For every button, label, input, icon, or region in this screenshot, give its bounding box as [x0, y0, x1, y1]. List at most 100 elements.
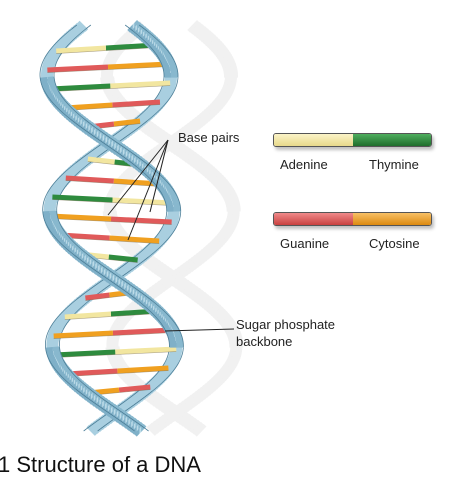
base-pair-half: [50, 216, 111, 219]
helix-shadow-segment: [136, 383, 138, 386]
backbone-segment-back: [92, 291, 95, 294]
backbone-segment-back: [107, 417, 110, 420]
backbone-segment-back: [76, 29, 78, 32]
backbone-segment-front: [64, 107, 66, 110]
backbone-segment-front: [76, 251, 78, 254]
helix-shadow-segment: [170, 141, 173, 144]
helix-shadow-segment: [160, 269, 163, 272]
backbone-segment-back: [95, 289, 98, 292]
backbone-segment-back: [69, 173, 71, 176]
backbone-label-line2: backbone: [236, 334, 292, 349]
guanine-label: Guanine: [280, 236, 329, 251]
backbone-segment-front: [86, 259, 89, 262]
helix-shadow-segment: [153, 131, 156, 134]
backbone-segment-front: [122, 417, 125, 420]
helix-shadow-segment: [213, 245, 215, 248]
helix-shadow-segment: [195, 293, 198, 296]
helix-shadow-segment: [173, 139, 176, 142]
backbone-edge: [125, 25, 128, 27]
helix-shadow-segment: [200, 31, 202, 34]
backbone-edge: [178, 221, 179, 223]
helix-shadow-segment: [129, 377, 131, 380]
helix-shadow-segment: [188, 421, 191, 424]
backbone-segment-back: [149, 249, 151, 252]
backbone-segment-back: [145, 115, 147, 118]
backbone-segment-front: [72, 247, 74, 250]
helix-shadow-segment: [198, 295, 201, 298]
backbone-segment-front: [99, 401, 102, 404]
helix-shadow-segment: [166, 281, 169, 284]
backbone-segment-front: [66, 109, 68, 112]
backbone-segment-back: [124, 131, 127, 134]
helix-shadow-segment: [212, 41, 214, 44]
base-pair-half: [85, 295, 109, 298]
backbone-edge: [165, 201, 166, 203]
backbone-segment-back: [83, 161, 86, 164]
helix-shadow-segment: [184, 285, 187, 288]
helix-shadow-segment: [127, 375, 129, 378]
backbone-segment-back: [70, 309, 72, 312]
backbone-edge: [177, 67, 178, 69]
helix-shadow-segment: [202, 33, 204, 36]
helix-shadow-segment: [215, 177, 217, 180]
backbone-segment-back: [130, 401, 133, 404]
backbone-edge: [48, 331, 49, 333]
helix-shadow-segment: [164, 419, 167, 422]
backbone-segment-front: [116, 147, 119, 150]
backbone-segment-back: [153, 245, 155, 248]
base-pair-half: [56, 48, 106, 51]
helix-shadow-segment: [177, 273, 180, 276]
backbone-segment-back: [93, 153, 96, 156]
helix-shadow-segment: [195, 27, 198, 30]
helix-shadow-segment: [184, 405, 187, 408]
backbone-segment-back: [97, 287, 100, 290]
backbone-segment-front: [139, 429, 142, 432]
base-pair-half: [54, 352, 115, 355]
helix-shadow-segment: [202, 255, 204, 258]
helix-shadow-segment: [126, 109, 128, 112]
backbone-segment-front: [112, 277, 115, 280]
backbone-segment-back: [135, 397, 138, 400]
helix-shadow-segment: [159, 135, 162, 138]
helix-shadow-segment: [124, 107, 126, 110]
helix-shadow-segment: [123, 41, 125, 44]
base-pair-half: [109, 257, 138, 260]
backbone-segment-front: [74, 249, 76, 252]
backbone-label-line1: Sugar phosphate: [236, 317, 335, 332]
backbone-segment-back: [120, 271, 123, 274]
helix-shadow-segment: [133, 381, 135, 384]
helix-shadow-segment: [205, 301, 207, 304]
backbone-segment-front: [155, 309, 157, 312]
backbone-segment-back: [79, 301, 81, 304]
backbone-edge: [181, 355, 182, 357]
backbone-segment-front: [83, 389, 86, 392]
backbone-segment-back: [99, 423, 102, 426]
backbone-segment-front: [106, 273, 109, 276]
helix-shadow-segment: [209, 111, 211, 114]
backbone-segment-front: [75, 117, 77, 120]
helix-shadow-segment: [213, 175, 215, 178]
helix-shadow-segment: [163, 283, 166, 286]
backbone-segment-front: [150, 305, 152, 308]
helix-shadow-segment: [206, 169, 208, 172]
backbone-edge: [179, 219, 180, 221]
backbone-edge: [163, 67, 164, 69]
backbone-segment-back: [102, 147, 105, 150]
helix-shadow-segment: [193, 159, 196, 162]
backbone-segment-back: [68, 311, 70, 314]
backbone-segment-front: [65, 241, 67, 244]
backbone-segment-front: [149, 171, 151, 174]
backbone-edge: [179, 201, 180, 203]
helix-shadow-segment: [131, 379, 133, 382]
backbone-segment-back: [157, 379, 159, 382]
backbone-segment-front: [99, 135, 102, 138]
helix-shadow-segment: [157, 267, 160, 270]
backbone-segment-front: [109, 275, 112, 278]
helix-shadow-segment: [132, 247, 134, 250]
base-pair-half: [114, 121, 140, 124]
backbone-segment-front: [133, 159, 136, 162]
base-pair-half: [119, 387, 150, 390]
backbone-segment-back: [100, 285, 103, 288]
helix-shadow-segment: [193, 425, 196, 428]
base-pairs-label: Base pairs: [178, 130, 239, 145]
